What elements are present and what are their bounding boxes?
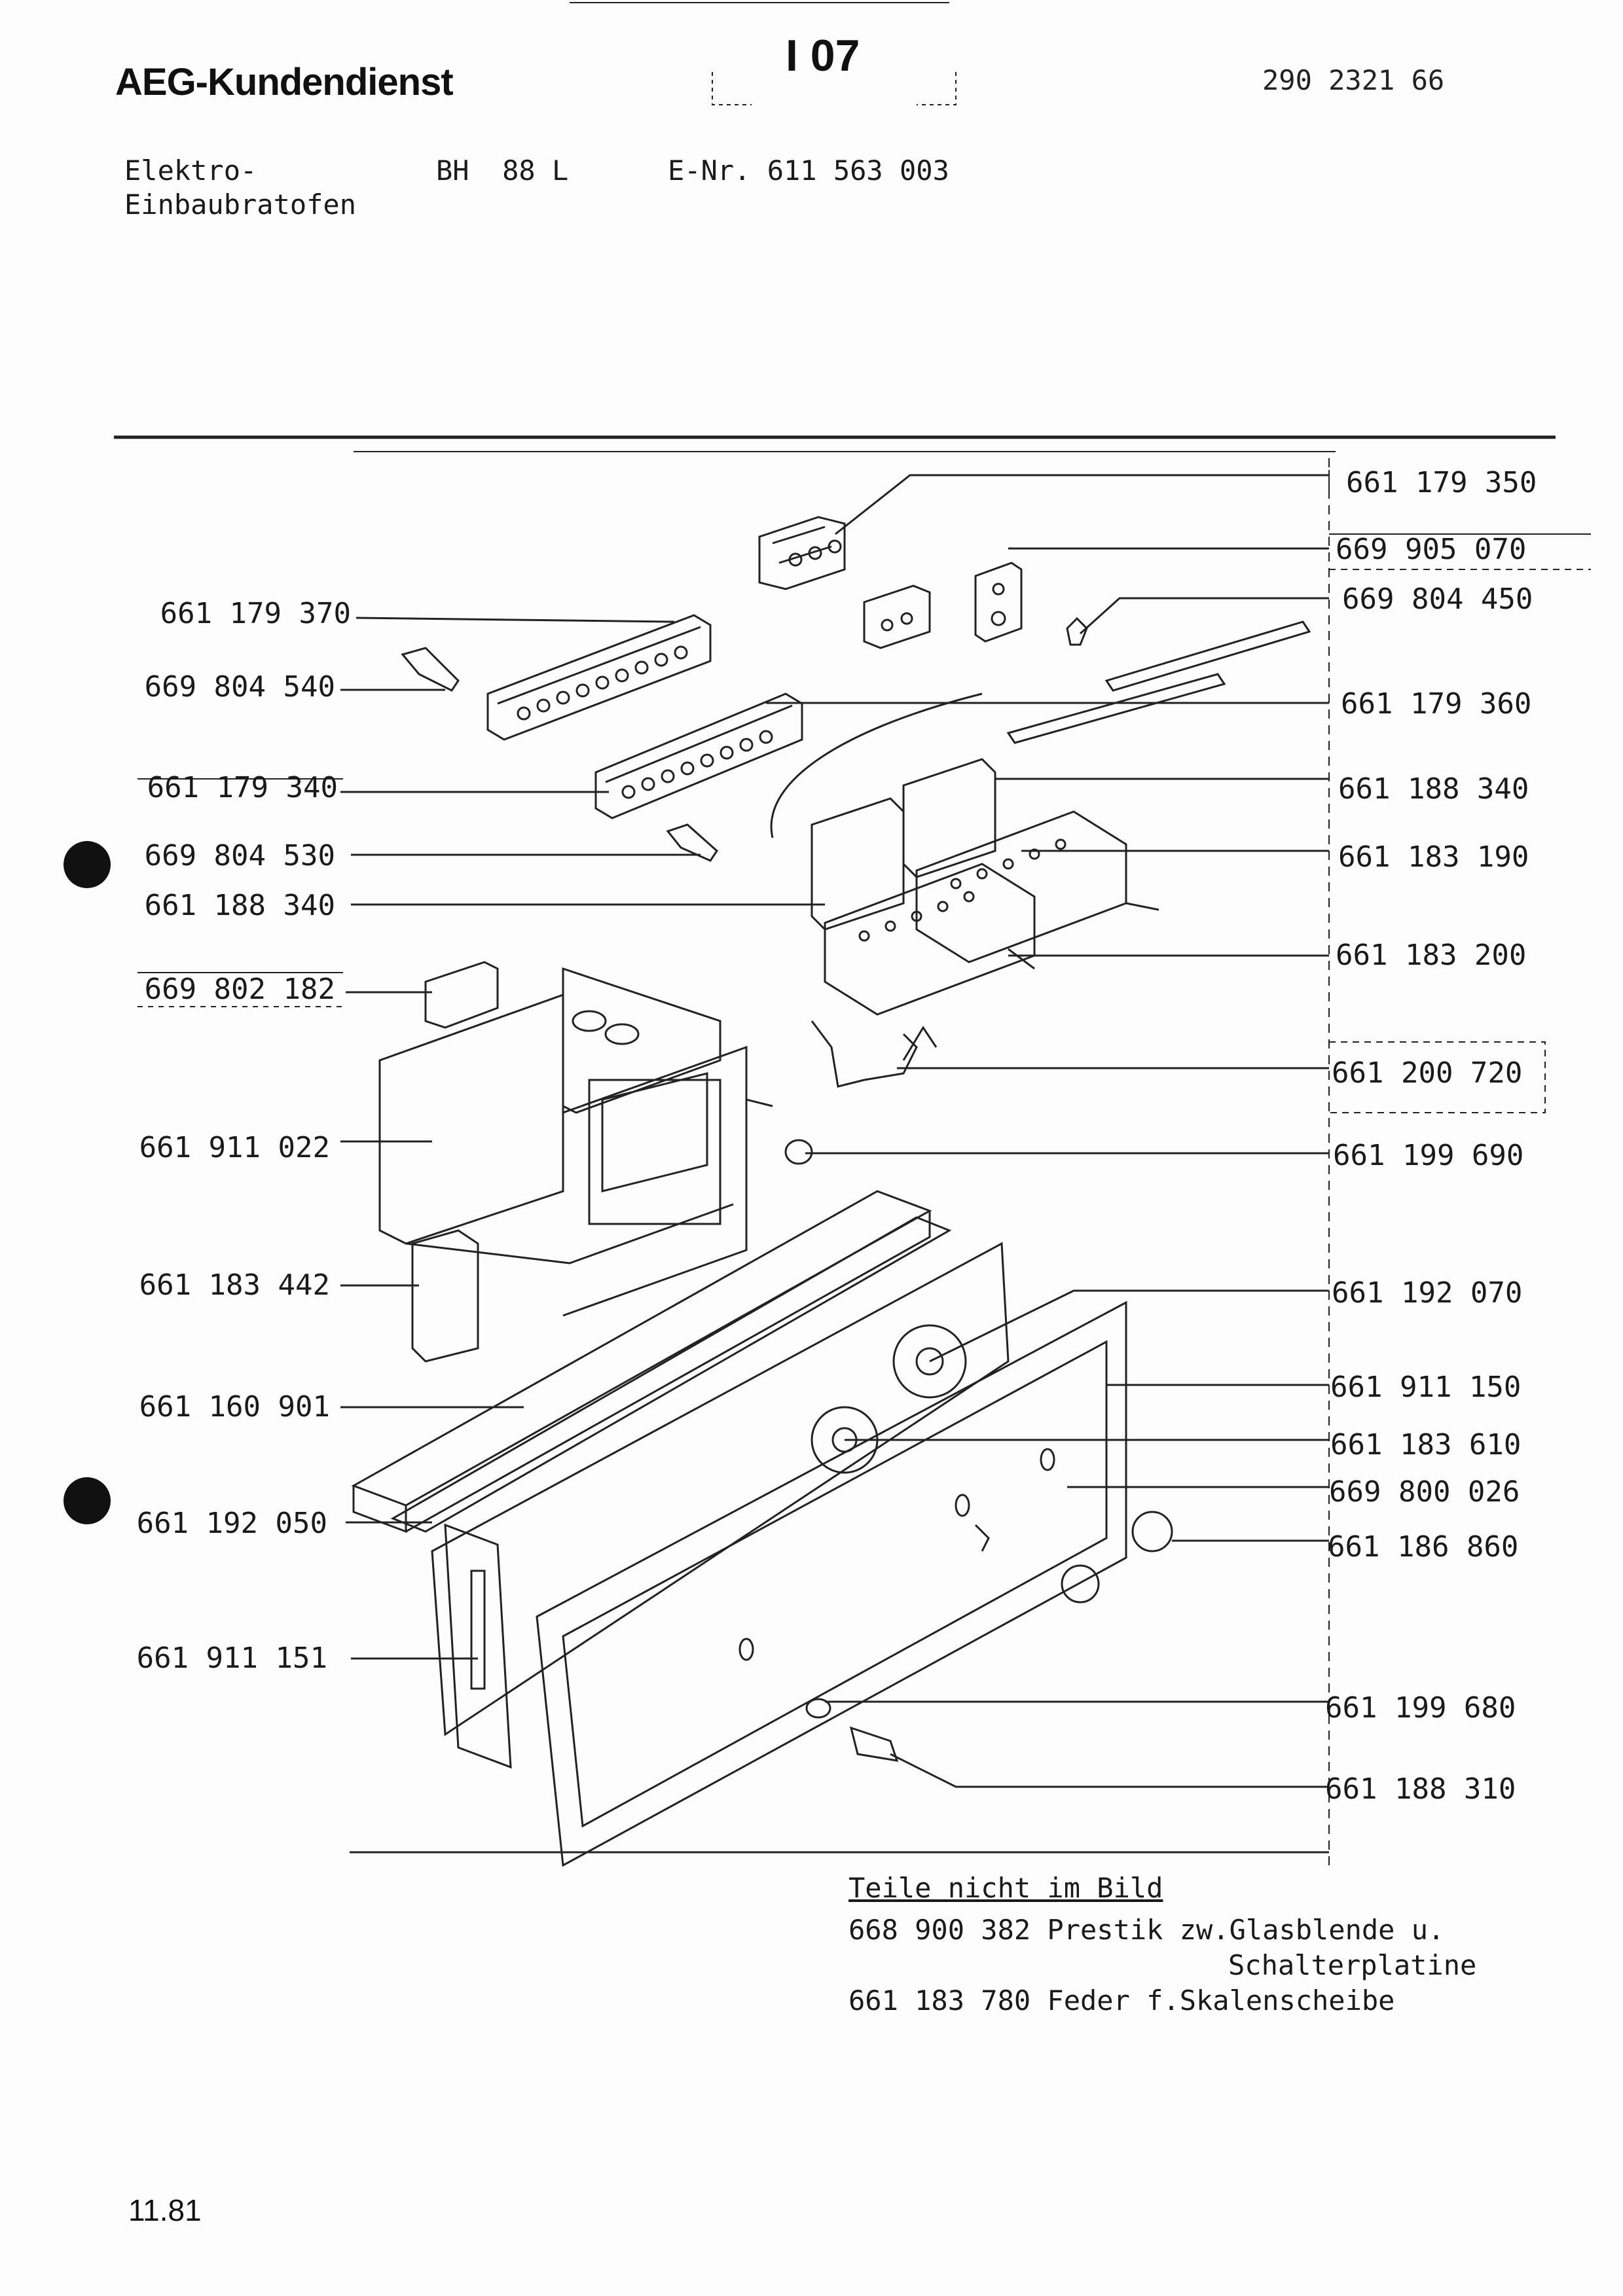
appliance-type-line1: Elektro- [124,154,257,187]
part-label-right: 661 183 190 [1338,840,1529,874]
part-label-right: 661 186 860 [1328,1530,1519,1564]
part-label-right: 669 800 026 [1329,1475,1520,1509]
part-label-right: 661 183 610 [1330,1428,1522,1462]
part-label-left: 669 804 540 [144,670,335,704]
part-label-right: 661 188 310 [1325,1772,1516,1806]
model-number: BH 88 L [436,154,569,187]
part-label-left: 661 911 151 [136,1641,327,1675]
sheet-number: I 07 [786,31,860,81]
part-label-right: 661 179 360 [1341,687,1532,721]
part-label-right: 669 905 070 [1336,533,1527,566]
e-number: E-Nr. 611 563 003 [668,154,949,187]
document-number: 290 2321 66 [1262,64,1445,96]
part-label-left: 661 179 370 [160,597,351,630]
appliance-type-line2: Einbaubratofen [124,188,357,221]
part-label-left: 661 192 050 [136,1507,327,1540]
part-label-left: 661 183 442 [139,1268,330,1302]
part-label-right: 661 200 720 [1332,1056,1523,1090]
part-label-right: 661 188 340 [1338,772,1529,806]
part-label-right: 661 199 680 [1325,1691,1516,1725]
notes-line: Schalterplatine [1228,1949,1477,1981]
part-label-left: 669 804 530 [144,839,335,872]
part-label-right: 661 183 200 [1336,939,1527,972]
print-date: 11.81 [128,2193,202,2227]
part-label-left: 661 160 901 [139,1390,330,1424]
part-label-left: 661 911 022 [139,1131,330,1164]
part-label-right: 669 804 450 [1342,583,1533,616]
notes-title: Teile nicht im Bild [848,1872,1163,1904]
part-label-left: 661 188 340 [144,889,335,922]
part-label-right: 661 192 070 [1332,1276,1523,1310]
part-label-right: 661 199 690 [1333,1139,1524,1172]
parts-not-shown: Teile nicht im Bild 668 900 382 Prestik … [848,1871,1476,2018]
part-label-right: 661 911 150 [1330,1371,1522,1404]
notes-line: 661 183 780 Feder f.Skalenscheibe [848,1984,1395,2017]
part-label-right: 661 179 350 [1346,466,1537,499]
part-label-left: 669 802 182 [144,973,335,1006]
brand-title: AEG-Kundendienst [115,61,454,103]
part-label-left: 661 179 340 [147,771,338,804]
notes-line: 668 900 382 Prestik zw.Glasblende u. [848,1914,1445,1946]
